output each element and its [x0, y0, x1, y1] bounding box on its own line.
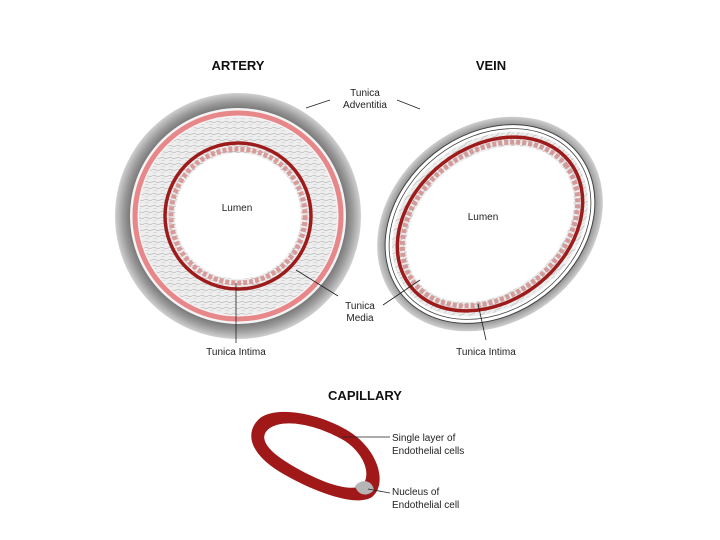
artery-tunica-intima-label: Tunica Intima — [206, 347, 266, 358]
artery-lumen — [175, 153, 301, 279]
tunica-media-label-2: Media — [346, 313, 374, 324]
vein-lumen-label: Lumen — [468, 212, 499, 223]
tunica-adventitia-label-1: Tunica — [350, 88, 380, 99]
single-layer-label-2: Endothelial cells — [392, 446, 464, 457]
tunica-media-label-1: Tunica — [345, 301, 375, 312]
capillary-title: CAPILLARY — [328, 388, 402, 403]
capillary-cross-section — [251, 412, 379, 500]
adventitia-leader-artery — [306, 100, 330, 108]
artery-lumen-label: Lumen — [222, 203, 253, 214]
single-layer-label-1: Single layer of — [392, 433, 456, 444]
nucleus-label-1: Nucleus of — [392, 487, 439, 498]
vein-title: VEIN — [476, 58, 506, 73]
vein-tunica-intima-label: Tunica Intima — [456, 347, 516, 358]
vein-cross-section — [334, 72, 645, 375]
nucleus-label-2: Endothelial cell — [392, 500, 459, 511]
artery-cross-section — [115, 93, 361, 339]
tunica-adventitia-label-2: Adventitia — [343, 100, 387, 111]
adventitia-leader-vein — [397, 100, 420, 109]
artery-title: ARTERY — [212, 58, 265, 73]
